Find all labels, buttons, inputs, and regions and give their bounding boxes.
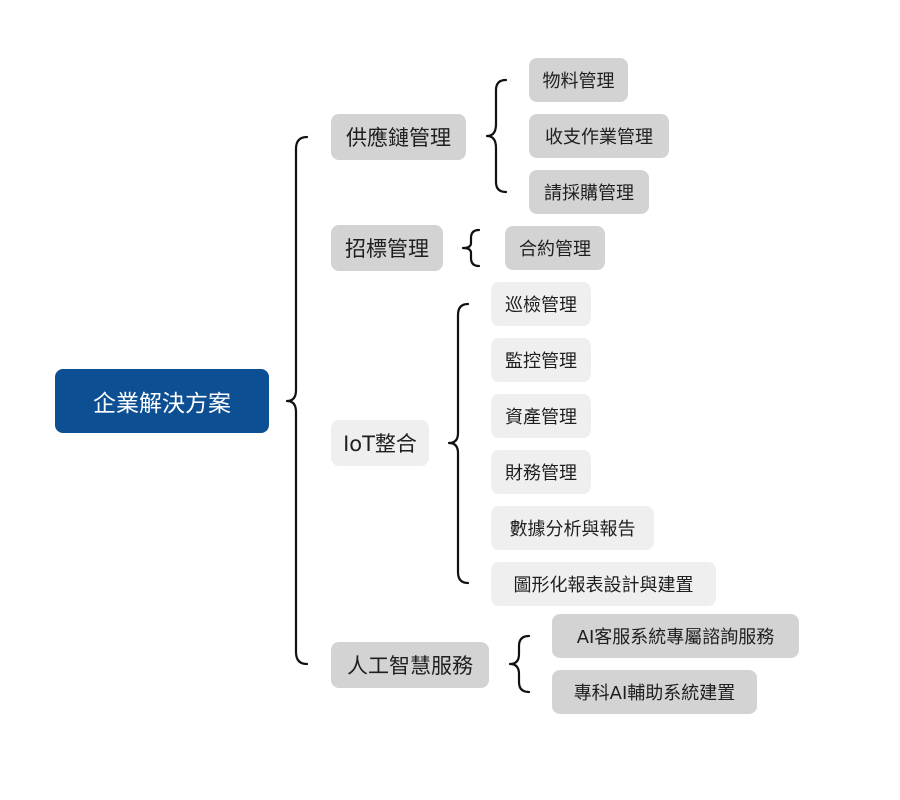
- leaf-ai-customer-service[interactable]: AI客服系統專屬諮詢服務: [552, 614, 799, 658]
- ai-brace: [508, 634, 531, 694]
- branch-ai-services[interactable]: 人工智慧服務: [331, 642, 489, 688]
- leaf-monitoring-management[interactable]: 監控管理: [491, 338, 591, 382]
- leaf-revenue-expense-management[interactable]: 收支作業管理: [529, 114, 669, 158]
- leaf-procurement-management[interactable]: 請採購管理: [529, 170, 649, 214]
- leaf-specialist-ai-assist[interactable]: 專科AI輔助系統建置: [552, 670, 757, 714]
- branch-tender[interactable]: 招標管理: [331, 225, 443, 271]
- leaf-contract-management[interactable]: 合約管理: [505, 226, 605, 270]
- tender-brace: [461, 228, 481, 268]
- branch-iot[interactable]: IoT整合: [331, 420, 429, 466]
- leaf-data-analysis-reporting[interactable]: 數據分析與報告: [491, 506, 654, 550]
- leaf-asset-management[interactable]: 資產管理: [491, 394, 591, 438]
- iot-brace: [447, 302, 470, 585]
- root-node[interactable]: 企業解決方案: [55, 369, 269, 433]
- branch-supply-chain[interactable]: 供應鏈管理: [331, 114, 466, 160]
- leaf-inspection-management[interactable]: 巡檢管理: [491, 282, 591, 326]
- leaf-finance-management[interactable]: 財務管理: [491, 450, 591, 494]
- root-brace: [285, 135, 309, 666]
- leaf-graphical-report-design[interactable]: 圖形化報表設計與建置: [491, 562, 716, 606]
- supply-chain-brace: [485, 78, 508, 194]
- leaf-material-management[interactable]: 物料管理: [529, 58, 628, 102]
